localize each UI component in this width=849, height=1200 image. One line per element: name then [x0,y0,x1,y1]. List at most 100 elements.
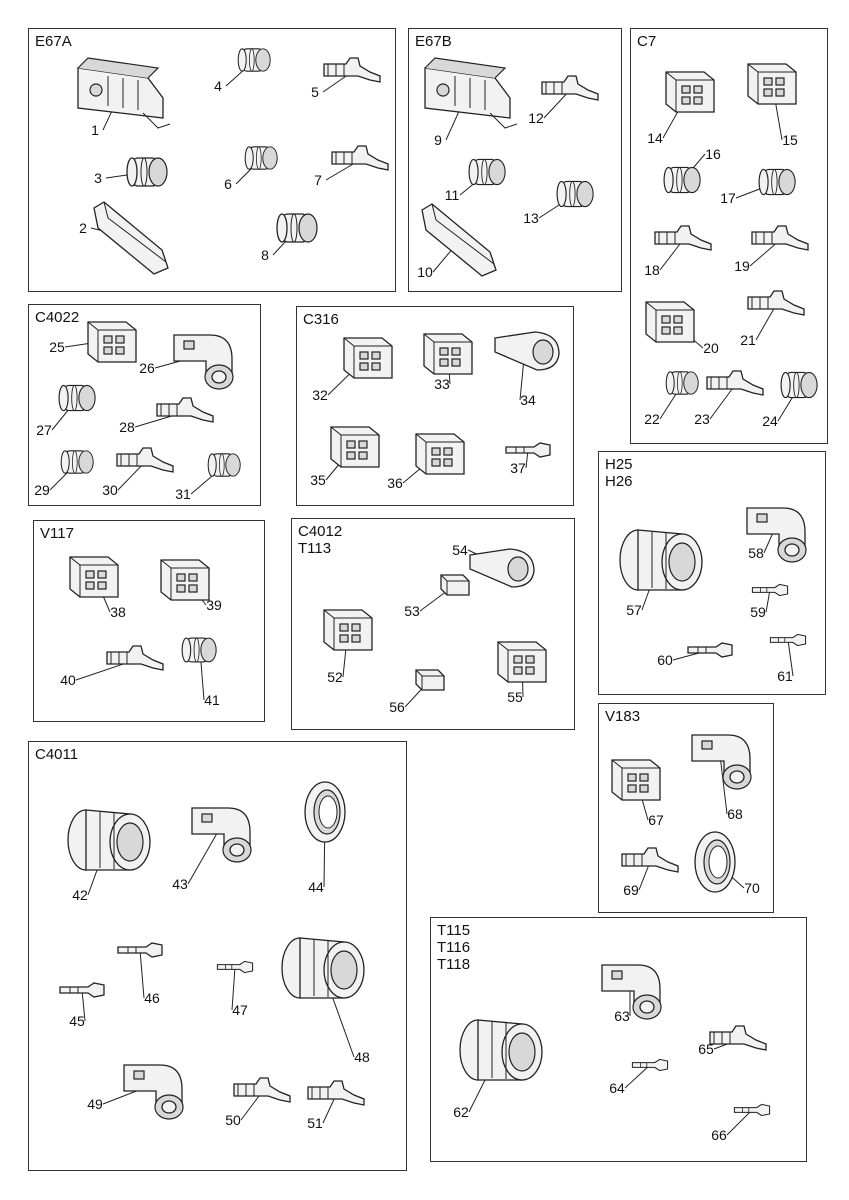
part-number: 38 [110,604,126,620]
part-58-elbow [746,507,807,563]
part-26-elbow [173,334,234,390]
part-number: 60 [657,652,673,668]
part-16-seal [663,166,701,194]
part-6-seal [244,146,278,170]
part-54-boot [469,548,535,588]
part-66-pin [733,1103,771,1117]
leader-line [231,966,236,1011]
part-number: 29 [34,482,50,498]
part-65-terminal [709,1025,767,1051]
part-32-block [343,337,393,379]
part-46-pin [117,942,163,958]
part-number: 22 [644,411,660,427]
part-number: 8 [261,247,269,263]
part-number: 33 [434,376,450,392]
part-62-round [459,1019,543,1081]
part-number: 54 [452,542,468,558]
panel-label: E67B [415,33,452,50]
part-number: 67 [648,812,664,828]
part-number: 35 [310,472,326,488]
leader-line [659,239,684,271]
part-43-elbow [191,807,252,863]
part-19-terminal [751,225,809,251]
panel-label: C4012 T113 [298,523,343,557]
part-38-block [69,556,119,598]
part-64-pin [631,1058,669,1072]
part-number: 11 [444,187,460,203]
part-28-terminal [156,397,214,423]
panel-label: C316 [303,311,339,328]
part-number: 2 [79,220,87,236]
part-55-block [497,641,547,683]
part-number: 4 [214,78,222,94]
part-number: 52 [327,669,343,685]
part-14-block [665,71,715,113]
part-36-block [415,433,465,475]
part-number: 55 [507,689,523,705]
part-45-pin [59,982,105,998]
part-23-terminal [706,370,764,396]
part-number: 13 [523,210,539,226]
part-number: 47 [232,1002,248,1018]
part-number: 53 [404,603,420,619]
part-number: 32 [312,387,328,403]
part-number: 10 [417,264,433,280]
part-48-round [281,937,365,999]
part-27-seal [58,384,96,412]
part-number: 49 [87,1096,103,1112]
part-37-pin [505,442,551,458]
part-number: 42 [72,887,88,903]
part-50-terminal [233,1077,291,1103]
part-number: 24 [762,413,778,429]
panel-label: V183 [605,708,641,725]
part-number: 30 [102,482,118,498]
part-number: 68 [727,806,743,822]
part-number: 40 [60,672,76,688]
part-39-block [160,559,210,601]
panel-v183: V183 [598,703,774,913]
part-12-terminal [541,75,599,101]
part-number: 56 [389,699,405,715]
part-number: 43 [172,876,188,892]
leader-line [719,754,728,815]
part-number: 23 [694,411,710,427]
part-44-ring [304,781,346,843]
part-24-seal [780,371,818,399]
part-68-elbow [691,734,752,790]
part-31-seal [207,453,241,477]
part-7-terminal [331,145,389,171]
part-number: 12 [528,110,544,126]
panel-label: V117 [40,525,74,542]
part-56-clip [415,669,445,691]
part-number: 62 [453,1104,469,1120]
leader-line [240,1091,263,1121]
part-15-block [747,63,797,105]
panel-c4012: C4012 T113 [291,518,575,730]
part-number: 6 [224,176,232,192]
part-69-terminal [621,847,679,873]
panel-label: C4011 [35,746,79,763]
part-22-seal [665,371,699,395]
part-number: 50 [225,1112,241,1128]
part-number: 63 [614,1008,630,1024]
part-52-block [323,609,373,651]
part-number: 45 [69,1013,85,1029]
leader-line [638,861,651,891]
part-number: 70 [744,880,760,896]
panel-label: H25 H26 [605,456,633,490]
part-67-block [611,759,661,801]
panel-label: T115 T116 T118 [437,922,471,973]
part-5-terminal [323,57,381,83]
part-33-block [423,333,473,375]
part-42-round [67,809,151,871]
leader-line [81,989,86,1022]
part-number: 37 [510,460,526,476]
part-number: 7 [314,172,322,188]
part-41-seal [181,637,217,663]
part-number: 64 [609,1080,625,1096]
part-number: 39 [206,597,222,613]
leader-line [726,1109,753,1136]
part-number: 51 [307,1115,323,1131]
part-35-block [330,426,380,468]
